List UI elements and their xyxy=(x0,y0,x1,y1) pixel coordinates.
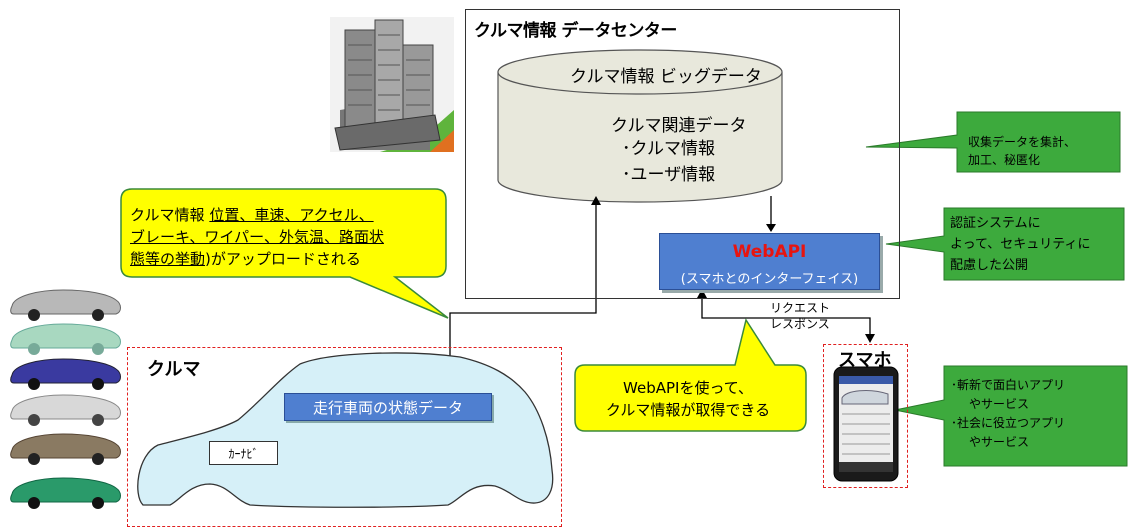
upload-items-line1: 位置、車速、アクセル、 xyxy=(209,206,374,224)
webapi-box: WebAPI (スマホとのインターフェイス) xyxy=(659,233,880,290)
callout-aggregate-text: 収集データを集計、 加工、秘匿化 xyxy=(968,133,1076,169)
car-navi-box: ｶｰﾅﾋﾞ xyxy=(209,441,278,465)
apps-line1: ･斬新で面白いアプリ xyxy=(951,378,1066,392)
upload-suffix: )がアップロードされる xyxy=(205,250,361,268)
upload-items-line2: ブレーキ、ワイパー、外気温、路面状 xyxy=(130,228,384,246)
smartphone-zone-label: スマホ xyxy=(838,350,892,371)
webapi-use-line2: クルマ情報が取得できる xyxy=(605,401,771,419)
callout-upload-shape xyxy=(120,188,449,319)
callout-aggregate-shape xyxy=(865,111,1121,173)
request-label: リクエスト xyxy=(770,301,831,315)
request-response-line xyxy=(697,289,875,343)
upload-prefix: クルマ情報 xyxy=(130,206,210,224)
callout-apps-shape xyxy=(894,365,1128,467)
webapi-title: WebAPI xyxy=(732,242,807,262)
callout-apps-text: ･斬新で面白いアプリ やサービス ･社会に役立つアプリ やサービス xyxy=(951,376,1065,452)
callout-upload-text: クルマ情報 位置、車速、アクセル、 ブレーキ、ワイパー、外気温、路面状 態等の挙… xyxy=(130,204,450,270)
security-line3: 配慮した公開 xyxy=(950,258,1029,273)
upload-line xyxy=(449,196,601,393)
callout-security-shape xyxy=(885,207,1125,281)
datacenter-title: クルマ情報 データセンター xyxy=(474,21,677,41)
car-icon xyxy=(10,289,121,509)
vehicle-state-data: 走行車両の状態データ xyxy=(284,393,492,421)
smartphone-icon xyxy=(833,366,899,482)
apps-line4: やサービス xyxy=(969,435,1030,449)
callout-webapi-shape xyxy=(574,318,807,432)
security-line1: 認証システムに xyxy=(950,216,1041,231)
car-silhouette xyxy=(137,352,554,508)
bigdata-title: クルマ情報 ビッグデータ xyxy=(570,67,762,87)
datacenter-box xyxy=(465,9,900,299)
callout-webapi-text: WebAPIを使って、 クルマ情報が取得できる xyxy=(583,377,793,421)
building-icon xyxy=(330,17,454,152)
bigdata-cylinder xyxy=(497,49,783,203)
upload-items-line3: 態等の挙動 xyxy=(130,250,206,268)
arrow-to-webapi xyxy=(766,196,776,232)
webapi-subtitle: (スマホとのインターフェイス) xyxy=(680,272,859,287)
smartphone-zone xyxy=(823,344,908,488)
apps-line3: ･社会に役立つアプリ xyxy=(951,416,1066,430)
response-label: レスポンス xyxy=(770,317,830,331)
aggregate-line1: 収集データを集計、 xyxy=(968,135,1077,149)
security-line2: よって、セキュリティに xyxy=(950,237,1091,252)
related-item-user: ･ユーザ情報 xyxy=(622,165,716,185)
related-item-car: ･クルマ情報 xyxy=(622,139,715,159)
aggregate-line2: 加工、秘匿化 xyxy=(968,153,1041,167)
request-response-labels: リクエスト レスポンス xyxy=(770,300,830,332)
car-zone xyxy=(127,347,562,527)
apps-line2: やサービス xyxy=(969,397,1030,411)
webapi-use-line1: WebAPIを使って、 xyxy=(623,379,753,397)
callout-security-text: 認証システムに よって、セキュリティに 配慮した公開 xyxy=(950,213,1091,276)
car-zone-label: クルマ xyxy=(147,359,201,380)
related-data-title: クルマ関連データ xyxy=(611,116,747,136)
